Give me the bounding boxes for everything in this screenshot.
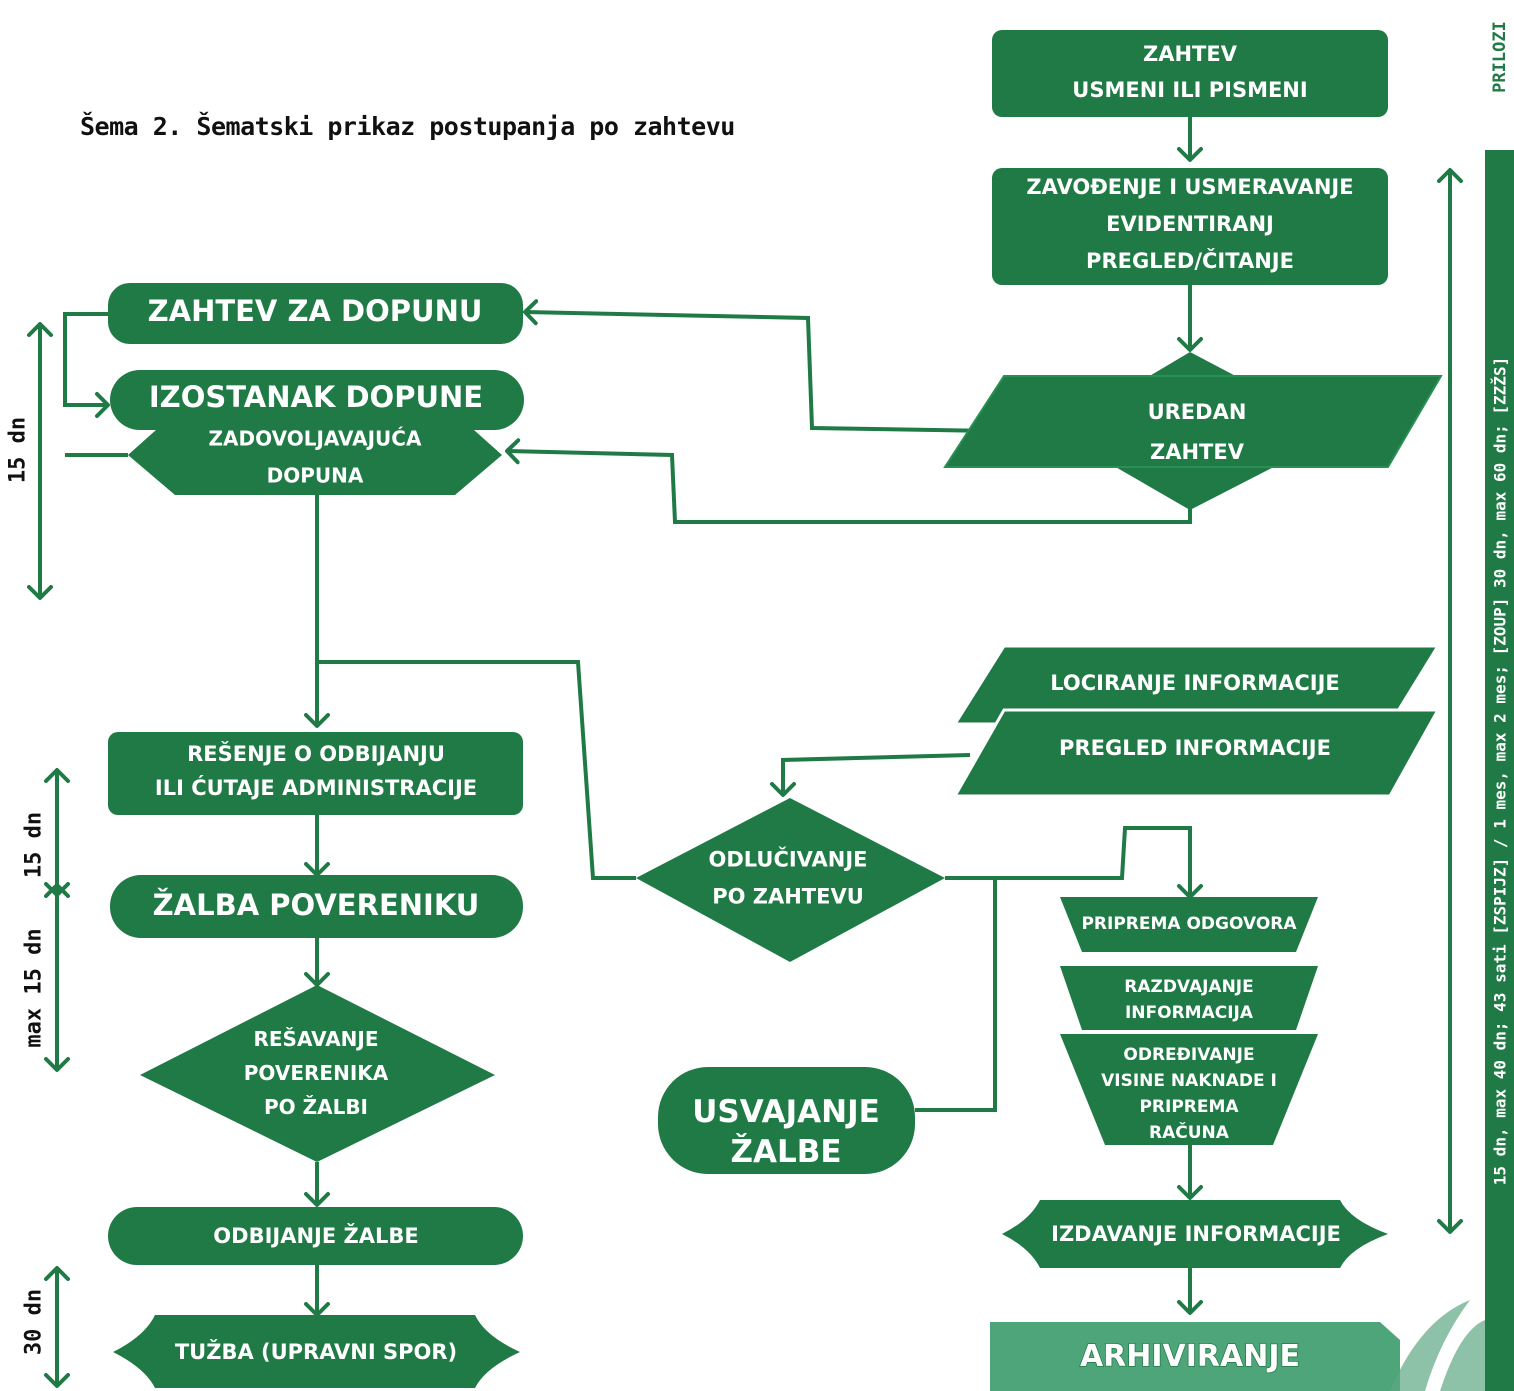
label-line: ŽALBA POVERENIKU [153, 888, 480, 922]
connector-left-bus [63, 312, 110, 418]
label-line: ZAVOĐENJE I USMERAVANJE [1026, 175, 1353, 199]
label-resavanje: REŠAVANJE POVERENIKA PO ŽALBI [244, 1027, 389, 1119]
node-odlucivanje [636, 798, 945, 962]
label-arhiviranje: ARHIVIRANJE [1080, 1339, 1300, 1374]
label-line: ZAHTEV [1143, 42, 1238, 66]
connector-pregled-odlucivanje [770, 753, 971, 797]
node-usvajanje [658, 1067, 915, 1174]
node-odbijanje-resenje [108, 732, 523, 815]
label-line: ILI ĆUTAJE ADMINISTRACIJE [155, 775, 477, 800]
shapes [108, 30, 1485, 1391]
side-tab-deadlines: 15 dn, max 40 dn; 43 sati [ZSPIJZ] / 1 m… [1490, 356, 1509, 1185]
node-labels: ZAHTEV USMENI ILI PISMENI ZAVOĐENJE I USM… [148, 42, 1371, 1374]
label-line: DOPUNA [267, 463, 364, 487]
connector-odlucivanje-usvajanje [915, 878, 997, 1112]
label-izostanak: IZOSTANAK DOPUNE [149, 380, 483, 414]
label-line: RAZDVAJANJE [1124, 977, 1254, 997]
label-line: ARHIVIRANJE [1080, 1339, 1300, 1374]
connector-izostanak-odlucivanje [317, 660, 636, 880]
label-line: EVIDENTIRANJ [1106, 212, 1274, 236]
node-tuzba [113, 1315, 520, 1388]
label-naknada: ODREĐIVANJE VISINE NAKNADE I PRIPREMA RAČUN… [1101, 1045, 1277, 1143]
label-line: INFORMACIJA [1125, 1003, 1254, 1023]
label-line: PREGLED INFORMACIJE [1059, 736, 1331, 760]
node-izdavanje [1002, 1200, 1388, 1268]
node-zavodjenje [992, 168, 1388, 285]
side-tab-header: PRILOZI [1485, 0, 1514, 113]
label-line: REŠAVANJE [253, 1027, 378, 1051]
node-zadovoljavajuca [128, 413, 502, 495]
label-odbijanje-resenje: REŠENJE O ODBIJANJU ILI ĆUTAJE ADMINISTRA… [155, 741, 477, 800]
node-resavanje [140, 985, 495, 1162]
node-zalba [110, 875, 523, 938]
label-line: ZAHTEV ZA DOPUNU [148, 294, 483, 328]
label-line: PRIPREMA [1139, 1097, 1239, 1117]
timeline-brackets [27, 168, 1463, 1388]
label-line: PREGLED/ČITANJE [1086, 248, 1294, 273]
timeline-label-tuzba-rok: 30 dn [21, 1288, 47, 1356]
label-line: REŠENJE O ODBIJANJU [187, 741, 445, 766]
diagram-title: Šema 2. Šematski prikaz postupanja po za… [80, 112, 735, 141]
label-line: USVAJANJE [692, 1094, 880, 1130]
label-line: PO ZAHTEVU [712, 885, 864, 909]
label-uredan: UREDAN ZAHTEV [1148, 400, 1247, 464]
label-line: IDENTIFIKOVAJE INFORMACIJE [1020, 589, 1371, 613]
node-naknada [1060, 1034, 1318, 1145]
label-line: RAČUNA [1149, 1121, 1230, 1143]
timeline-label-zalba-rok: 15 dn [21, 811, 47, 879]
label-zavodjenje: ZAVOĐENJE I USMERAVANJE EVIDENTIRANJ PREGL… [1026, 175, 1353, 273]
label-zadovoljavajuca: ZADOVOLJAVAJUĆA DOPUNA [209, 426, 422, 487]
node-identifikovanje [943, 375, 1443, 468]
label-line: ODBIJANJE ŽALBE [213, 1223, 418, 1248]
label-line: USMENI ILI PISMENI [1072, 78, 1307, 102]
grass-decoration [1390, 1300, 1485, 1391]
label-line: ODLUČIVANJE [708, 847, 867, 872]
label-line: PRIPREMA ODGOVORA [1081, 914, 1297, 934]
label-usvajanje: USVAJANJE ŽALBE [692, 1094, 880, 1170]
side-tab-deadlines-bar: 15 dn, max 40 dn; 43 sati [ZSPIJZ] / 1 m… [1485, 150, 1514, 1391]
node-priprema [1060, 897, 1318, 952]
label-zalba: ŽALBA POVERENIKU [153, 888, 480, 922]
label-izdavanje: IZDAVANJE INFORMACIJE [1051, 1222, 1341, 1246]
label-line: ZAHTEV [1150, 440, 1245, 464]
label-line: UREDAN [1148, 400, 1247, 424]
label-pregled-info: PREGLED INFORMACIJE [1059, 736, 1331, 760]
node-razdvajanje [1060, 966, 1318, 1030]
connectors [63, 117, 1203, 1317]
label-odbijanje-zalbe: ODBIJANJE ŽALBE [213, 1223, 418, 1248]
node-zahtev-za-dopunu [108, 283, 523, 344]
node-odbijanje-zalbe [108, 1207, 523, 1265]
label-line: VISINE NAKNADE I [1101, 1071, 1277, 1091]
label-line: IZOSTANAK DOPUNE [149, 380, 483, 414]
label-line: TUŽBA (UPRAVNI SPOR) [175, 1339, 457, 1364]
timeline-label-resavanje-rok: max 15 dn [21, 928, 47, 1048]
label-identifikovanje: IDENTIFIKOVAJE INFORMACIJE [1020, 589, 1371, 613]
node-izostanak [110, 370, 524, 430]
connector-uredan-zahtev-za-dopunu [523, 299, 1056, 434]
connector-odlucivanje-priprema [945, 826, 1203, 899]
node-arhiviranje [990, 1322, 1400, 1391]
label-line: IZDAVANJE INFORMACIJE [1051, 1222, 1341, 1246]
timeline-label-dopuna: 15 dn [5, 416, 31, 484]
label-line: ZADOVOLJAVAJUĆA [209, 426, 422, 450]
label-line: POVERENIKA [244, 1061, 389, 1085]
label-lociranje: LOCIRANJE INFORMACIJE [1050, 671, 1339, 695]
label-razdvajanje: RAZDVAJANJE INFORMACIJA [1124, 977, 1254, 1023]
label-odlucivanje: ODLUČIVANJE PO ZAHTEVU [708, 847, 867, 909]
label-priprema: PRIPREMA ODGOVORA [1081, 914, 1297, 934]
label-tuzba: TUŽBA (UPRAVNI SPOR) [175, 1339, 457, 1364]
label-line: ŽALBE [730, 1134, 841, 1170]
label-zahtev: ZAHTEV USMENI ILI PISMENI [1072, 42, 1307, 102]
label-line: ODREĐIVANJE [1123, 1045, 1254, 1065]
side-tab-label: PRILOZI [1489, 20, 1510, 93]
side-tab: PRILOZI 15 dn, max 40 dn; 43 sati [ZSPIJ… [1485, 0, 1514, 1391]
label-line: PO ŽALBI [264, 1095, 368, 1119]
label-zahtev-za-dopunu: ZAHTEV ZA DOPUNU [148, 294, 483, 328]
label-line: LOCIRANJE INFORMACIJE [1050, 671, 1339, 695]
node-zahtev [992, 30, 1388, 117]
node-pregled-info [952, 708, 1441, 798]
